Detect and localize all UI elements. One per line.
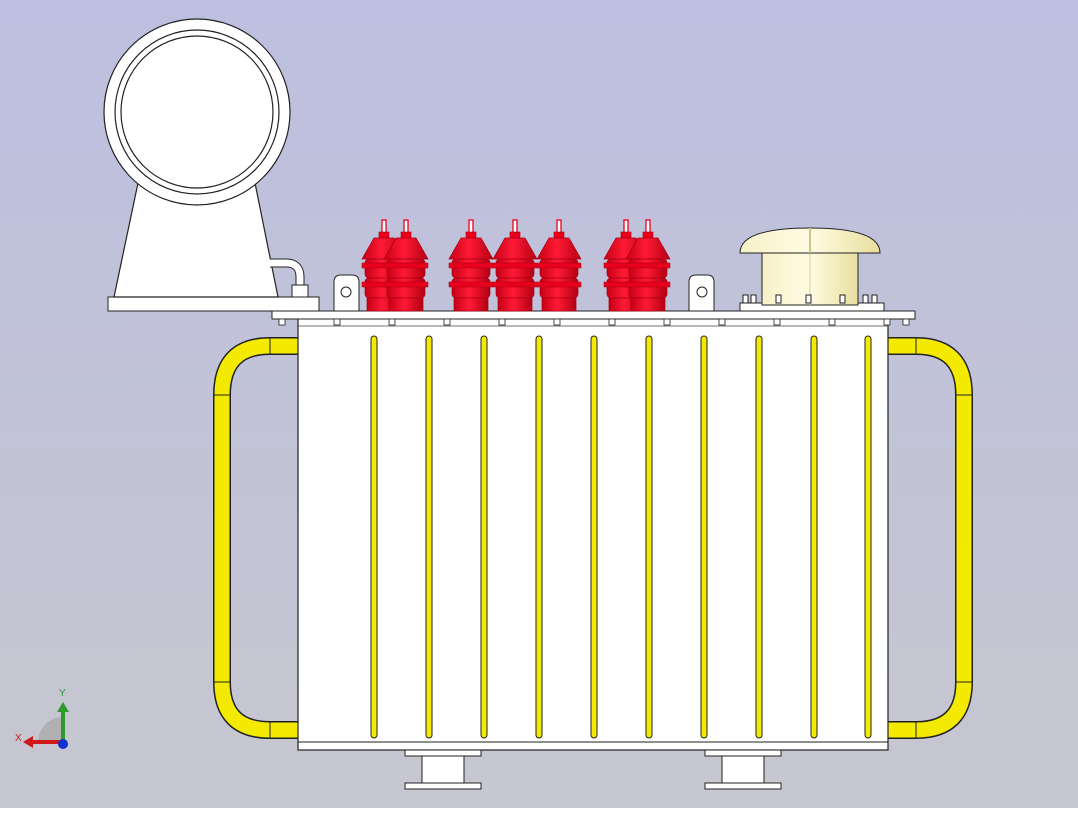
cooling-fin	[425, 335, 433, 739]
bolt	[608, 318, 616, 326]
bolt	[443, 318, 451, 326]
coordinate-axes-icon	[23, 702, 69, 749]
bolt	[388, 318, 396, 326]
lifting-lug-left[interactable]	[333, 274, 360, 312]
tank-cover[interactable]	[271, 310, 916, 320]
cover-bolts	[278, 318, 910, 326]
bushing[interactable]	[492, 219, 538, 312]
lifting-lug-right[interactable]	[688, 274, 715, 312]
side-handle-left[interactable]	[213, 337, 298, 739]
bolt	[828, 318, 836, 326]
bolt	[333, 318, 341, 326]
bolt	[883, 318, 891, 326]
pipe-elbow[interactable]	[270, 258, 309, 298]
cooling-fin	[480, 335, 488, 739]
axis-y-label: Y	[59, 688, 66, 699]
cooling-fin	[590, 335, 598, 739]
cooling-fins[interactable]	[370, 335, 872, 739]
pressure-relief-device[interactable]	[739, 227, 885, 312]
bolt	[718, 318, 726, 326]
bolt	[663, 318, 671, 326]
conservator-base-plate[interactable]	[107, 296, 320, 312]
bolt	[902, 318, 910, 326]
hv-bushings[interactable]	[361, 219, 671, 312]
cooling-fin	[700, 335, 708, 739]
bolt	[553, 318, 561, 326]
bushing[interactable]	[536, 219, 582, 312]
bolt	[278, 318, 286, 326]
bushing[interactable]	[625, 219, 671, 312]
cooling-fin	[370, 335, 378, 739]
cooling-fin	[645, 335, 653, 739]
bolt	[773, 318, 781, 326]
cooling-fin	[535, 335, 543, 739]
bolt	[498, 318, 506, 326]
conservator[interactable]	[103, 18, 291, 206]
bushing[interactable]	[383, 219, 429, 312]
cooling-fin	[810, 335, 818, 739]
base-foot-left[interactable]	[404, 749, 482, 790]
axis-x-label: X	[15, 733, 22, 744]
side-handle-right[interactable]	[888, 337, 973, 739]
cooling-fin	[755, 335, 763, 739]
base-foot-right[interactable]	[704, 749, 782, 790]
cooling-fin	[864, 335, 872, 739]
